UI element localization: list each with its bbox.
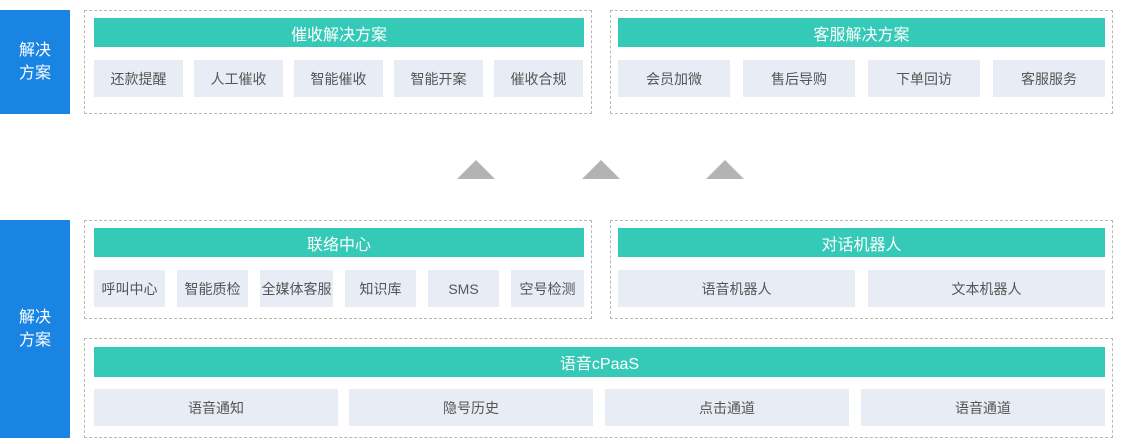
up-arrow-icon <box>706 160 744 179</box>
collection-item[interactable]: 人工催收 <box>194 60 283 97</box>
cpaas-title: 语音cPaaS <box>94 347 1105 377</box>
contact-center-group <box>84 220 592 319</box>
robot-item[interactable]: 语音机器人 <box>618 270 855 307</box>
service-item[interactable]: 会员加微 <box>618 60 730 97</box>
up-arrow-icon <box>582 160 620 179</box>
service-item[interactable]: 客服服务 <box>993 60 1105 97</box>
collection-solution-group <box>84 10 592 114</box>
service-solution-group <box>610 10 1113 114</box>
up-arrow-icon <box>457 160 495 179</box>
contact-center-title: 联络中心 <box>94 228 584 257</box>
robot-title: 对话机器人 <box>618 228 1105 257</box>
contact-center-item[interactable]: SMS <box>428 270 499 307</box>
service-item[interactable]: 售后导购 <box>743 60 855 97</box>
contact-center-item[interactable]: 呼叫中心 <box>94 270 165 307</box>
collection-item[interactable]: 智能开案 <box>394 60 483 97</box>
contact-center-item[interactable]: 空号检测 <box>511 270 584 307</box>
collection-item[interactable]: 智能催收 <box>294 60 383 97</box>
robot-group <box>610 220 1113 319</box>
robot-item[interactable]: 文本机器人 <box>868 270 1105 307</box>
bottom-side-label: 解决方案 <box>0 220 70 438</box>
service-item[interactable]: 下单回访 <box>868 60 980 97</box>
cpaas-item[interactable]: 点击通道 <box>605 389 849 426</box>
contact-center-item[interactable]: 智能质检 <box>177 270 248 307</box>
cpaas-item[interactable]: 语音通知 <box>94 389 338 426</box>
collection-item[interactable]: 还款提醒 <box>94 60 183 97</box>
service-solution-title: 客服解决方案 <box>618 18 1105 47</box>
top-side-label: 解决方案 <box>0 10 70 114</box>
cpaas-item[interactable]: 语音通道 <box>861 389 1105 426</box>
contact-center-item[interactable]: 知识库 <box>345 270 416 307</box>
collection-solution-title: 催收解决方案 <box>94 18 584 47</box>
cpaas-item[interactable]: 隐号历史 <box>349 389 593 426</box>
cpaas-group <box>84 338 1113 438</box>
collection-item[interactable]: 催收合规 <box>494 60 583 97</box>
contact-center-item[interactable]: 全媒体客服 <box>260 270 333 307</box>
